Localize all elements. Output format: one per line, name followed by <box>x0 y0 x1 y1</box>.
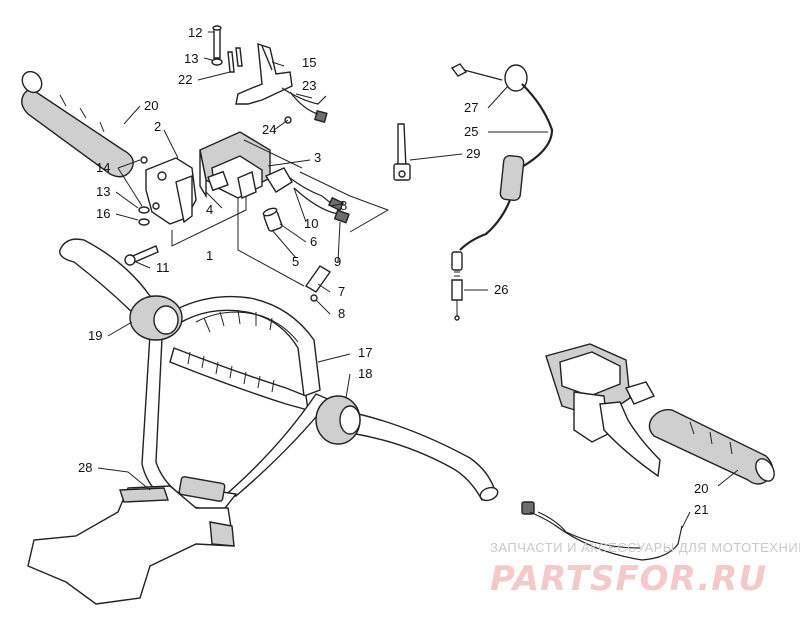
callout-11: 11 <box>156 260 170 275</box>
brake-master-cylinder <box>545 343 661 478</box>
callout-7: 7 <box>338 284 345 299</box>
leader-lines <box>97 31 739 529</box>
callout-12: 12 <box>188 25 202 40</box>
left-handlebar-grip <box>21 70 134 178</box>
callout-17: 17 <box>358 345 372 360</box>
callout-27: 27 <box>464 100 478 115</box>
right-handlebar-grip <box>648 408 775 485</box>
callout-15: 15 <box>302 55 316 70</box>
callout-13: 13 <box>96 184 110 199</box>
callout-13: 13 <box>184 51 198 66</box>
mounting-plate <box>304 265 332 302</box>
right-bar-pad <box>315 395 361 445</box>
callout-21: 21 <box>694 502 708 517</box>
callout-10: 10 <box>304 216 318 231</box>
callout-24: 24 <box>262 122 276 137</box>
heated-grip-harness <box>521 501 683 561</box>
switch-housing-clamp <box>145 157 197 225</box>
callout-22: 22 <box>178 72 192 87</box>
callout-labels: 12 13 22 15 23 20 2 24 3 14 13 16 4 10 8… <box>78 25 708 517</box>
watermark-logo: PARTSFOR.RU <box>490 559 767 599</box>
engine-stop-cable <box>450 63 554 321</box>
clamp-screw-hardware <box>124 156 159 266</box>
callout-19: 19 <box>88 328 102 343</box>
callout-18: 18 <box>358 366 372 381</box>
tether-clip <box>393 123 411 181</box>
callout-1: 1 <box>206 248 213 263</box>
callout-16: 16 <box>96 206 110 221</box>
throttle-cylinder-part <box>262 207 283 232</box>
callout-9: 9 <box>334 254 341 269</box>
watermark-caption: ЗАПЧАСТИ И АКСЕССУАРЫ ДЛЯ МОТОТЕХНИКИ <box>490 540 800 555</box>
callout-6: 6 <box>310 234 317 249</box>
callout-23: 23 <box>302 78 316 93</box>
throttle-bracket-outline <box>171 139 390 287</box>
upper-lever-assembly <box>211 25 328 124</box>
callout-5: 5 <box>292 254 299 269</box>
throttle-switch-wiring <box>264 167 350 224</box>
callout-28: 28 <box>78 460 92 475</box>
watermark: ЗАПЧАСТИ И АКСЕССУАРЫ ДЛЯ МОТОТЕХНИКИ PA… <box>490 540 800 599</box>
callout-20: 20 <box>694 481 708 496</box>
callout-8: 8 <box>338 306 345 321</box>
callout-3: 3 <box>314 150 321 165</box>
callout-20: 20 <box>144 98 158 113</box>
callout-8: 8 <box>340 198 347 213</box>
callout-29: 29 <box>466 146 480 161</box>
throttle-control-block <box>199 131 271 199</box>
callout-4: 4 <box>206 202 213 217</box>
crossbar-pad <box>27 485 235 605</box>
callout-26: 26 <box>494 282 508 297</box>
callout-2: 2 <box>154 119 161 134</box>
callout-25: 25 <box>464 124 478 139</box>
callout-14: 14 <box>96 160 110 175</box>
left-bar-pad <box>129 295 183 341</box>
handlebar-main <box>59 238 499 515</box>
